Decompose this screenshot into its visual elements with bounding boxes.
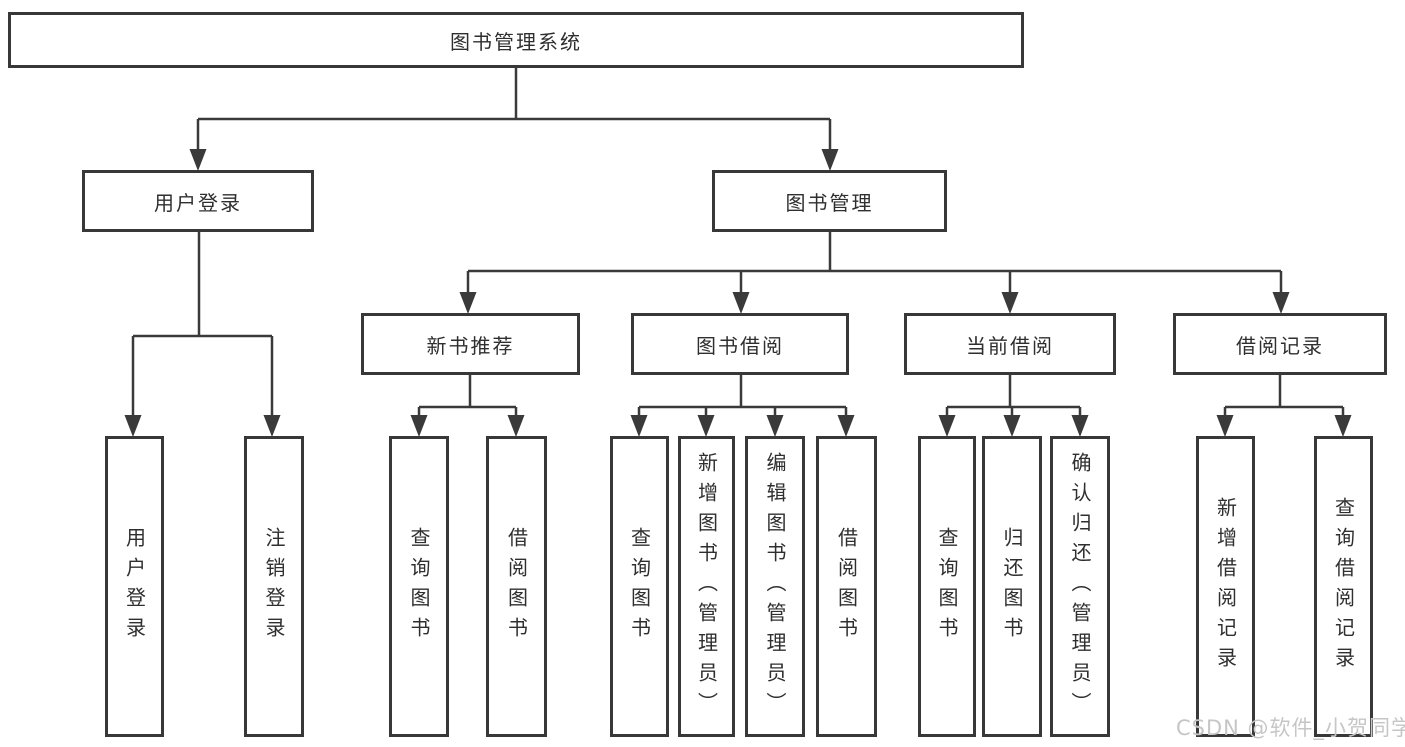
leaf-label: 新增借阅记录	[1213, 496, 1238, 677]
leaf-label: 注销登录	[262, 526, 286, 647]
node-label: 图书借阅	[696, 333, 784, 358]
connector-paths	[131, 68, 1345, 416]
leaf-query-books-borrowing: 查询图书	[610, 436, 669, 737]
leaf-label: 编辑图书（管理员）	[763, 451, 787, 722]
node-label: 借阅记录	[1236, 333, 1324, 358]
node-label: 图书管理	[785, 190, 874, 215]
node-borrow-records: 借阅记录	[1173, 313, 1387, 375]
leaf-user-login: 用户登录	[105, 436, 164, 737]
leaf-label: 用户登录	[122, 526, 147, 647]
leaf-edit-books-admin: 编辑图书（管理员）	[745, 436, 805, 737]
node-book-management-branch: 图书管理	[712, 170, 947, 232]
leaf-label: 借阅图书	[504, 526, 529, 647]
leaf-add-books-admin: 新增图书（管理员）	[678, 436, 735, 737]
node-label: 用户登录	[154, 190, 242, 215]
node-new-book-recommend: 新书推荐	[361, 313, 580, 375]
leaf-label: 查询图书	[935, 526, 959, 647]
leaf-query-books-recommend: 查询图书	[389, 436, 449, 737]
csdn-watermark: CSDN @软件_小贺同学	[1176, 716, 1405, 740]
node-book-borrowing: 图书借阅	[631, 313, 849, 375]
node-root-system: 图书管理系统	[8, 12, 1024, 68]
leaf-label: 新增图书（管理员）	[694, 451, 719, 722]
leaf-query-books-current: 查询图书	[918, 436, 976, 737]
arrowheads	[124, 149, 1352, 437]
leaf-add-borrow-record: 新增借阅记录	[1196, 436, 1255, 737]
leaf-label: 归还图书	[1000, 526, 1024, 647]
leaf-logout: 注销登录	[244, 436, 304, 737]
node-current-borrowing: 当前借阅	[904, 313, 1116, 375]
node-label: 新书推荐	[426, 333, 515, 358]
leaf-confirm-return-admin: 确认归还（管理员）	[1050, 436, 1110, 737]
node-root-label: 图书管理系统	[450, 29, 582, 54]
leaf-borrow-books: 借阅图书	[816, 436, 877, 737]
leaf-borrow-books-recommend: 借阅图书	[486, 436, 547, 737]
leaf-query-borrow-record: 查询借阅记录	[1314, 436, 1373, 737]
leaf-label: 查询图书	[627, 526, 652, 647]
node-user-login-branch: 用户登录	[82, 170, 314, 232]
node-label: 当前借阅	[966, 333, 1054, 358]
leaf-label: 查询图书	[407, 526, 431, 647]
leaf-return-books: 归还图书	[982, 436, 1042, 737]
leaf-label: 查询借阅记录	[1331, 496, 1356, 677]
leaf-label: 借阅图书	[834, 526, 859, 647]
leaf-label: 确认归还（管理员）	[1068, 451, 1092, 722]
